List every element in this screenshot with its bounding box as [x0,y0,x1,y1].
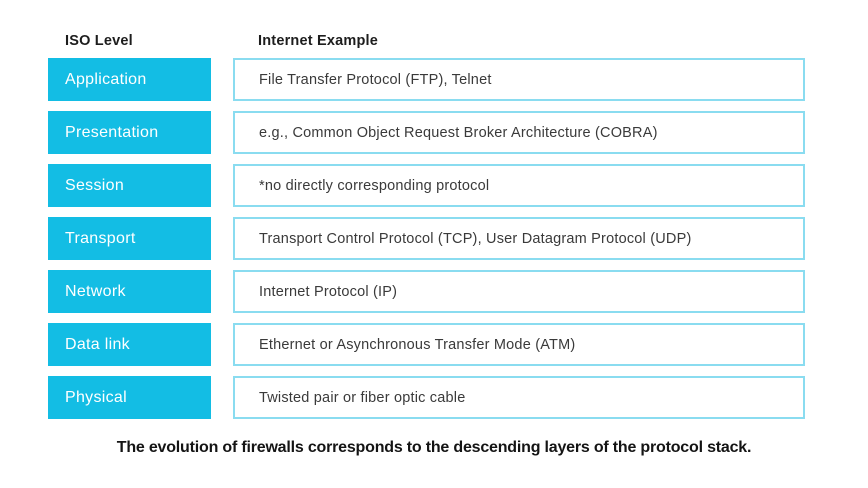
iso-level-label: Network [65,282,126,300]
table-row-physical: Physical Twisted pair or fiber optic cab… [48,376,805,419]
internet-example-text: Twisted pair or fiber optic cable [259,389,466,406]
table-row-data-link: Data link Ethernet or Asynchronous Trans… [48,323,805,366]
figure-caption: The evolution of firewalls corresponds t… [116,439,752,456]
iso-level-label: Data link [65,335,130,353]
table-row-network: Network Internet Protocol (IP) [48,270,805,313]
internet-example-column-header: Internet Example [258,33,379,49]
internet-example-text: e.g., Common Object Request Broker Archi… [259,124,658,141]
internet-example-text: Ethernet or Asynchronous Transfer Mode (… [259,336,576,353]
iso-level-cell: Transport [48,217,211,260]
iso-level-cell: Physical [48,376,211,419]
iso-level-cell: Data link [48,323,211,366]
table-row-presentation: Presentation e.g., Common Object Request… [48,111,805,154]
iso-level-label: Physical [65,388,127,406]
iso-level-label: Application [65,70,147,88]
internet-example-cell: Transport Control Protocol (TCP), User D… [233,217,805,260]
iso-level-label: Session [65,176,125,194]
table-row-transport: Transport Transport Control Protocol (TC… [48,217,805,260]
iso-level-cell: Session [48,164,211,207]
internet-example-cell: *no directly corresponding protocol [233,164,805,207]
internet-example-text: Transport Control Protocol (TCP), User D… [259,230,692,247]
table-row-application: Application File Transfer Protocol (FTP)… [48,58,805,101]
table-row-session: Session *no directly corresponding proto… [48,164,805,207]
protocol-table: Application File Transfer Protocol (FTP)… [48,58,805,419]
internet-example-cell: e.g., Common Object Request Broker Archi… [233,111,805,154]
internet-example-cell: Internet Protocol (IP) [233,270,805,313]
internet-example-text: *no directly corresponding protocol [259,177,490,194]
internet-example-text: File Transfer Protocol (FTP), Telnet [259,71,492,88]
iso-level-cell: Application [48,58,211,101]
iso-level-cell: Presentation [48,111,211,154]
iso-level-label: Transport [65,229,136,247]
internet-example-text: Internet Protocol (IP) [259,283,398,300]
iso-level-label: Presentation [65,123,159,141]
iso-level-column-header: ISO Level [65,33,133,49]
internet-example-cell: Twisted pair or fiber optic cable [233,376,805,419]
internet-example-cell: Ethernet or Asynchronous Transfer Mode (… [233,323,805,366]
internet-example-cell: File Transfer Protocol (FTP), Telnet [233,58,805,101]
iso-level-cell: Network [48,270,211,313]
